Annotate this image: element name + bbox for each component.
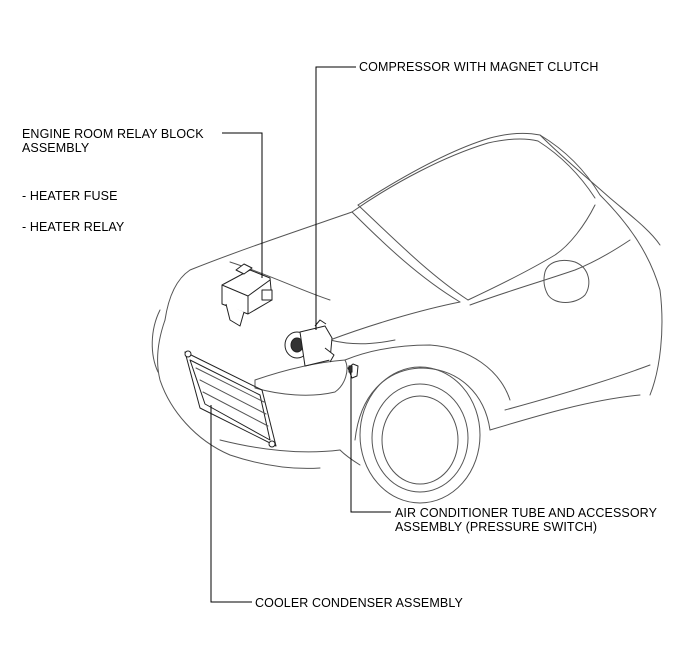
engine-room-relay-block-part: [221, 263, 273, 327]
ac-tube-leader-line: [350, 372, 391, 513]
relay-block-label-line1: ENGINE ROOM RELAY BLOCK: [22, 127, 204, 141]
leader-lines: [210, 66, 391, 603]
ac-tube-label-line1: AIR CONDITIONER TUBE AND ACCESSORY: [395, 506, 658, 520]
compressor-label: COMPRESSOR WITH MAGNET CLUTCH: [359, 60, 599, 74]
relay-block-label-line2: ASSEMBLY: [22, 141, 90, 155]
heater-relay-label: - HEATER RELAY: [22, 220, 125, 234]
heater-fuse-label: - HEATER FUSE: [22, 189, 118, 203]
condenser-label: COOLER CONDENSER ASSEMBLY: [255, 596, 463, 610]
cooler-condenser-part: [184, 350, 277, 448]
compressor-part: [284, 319, 335, 367]
compressor-leader-line: [315, 66, 356, 330]
ac-tube-label-line2: ASSEMBLY (PRESSURE SWITCH): [395, 520, 598, 534]
relay-block-leader-line: [222, 132, 263, 278]
pressure-switch-part: [347, 363, 359, 379]
car-body-outline: [151, 132, 663, 504]
condenser-leader-line: [210, 405, 252, 603]
